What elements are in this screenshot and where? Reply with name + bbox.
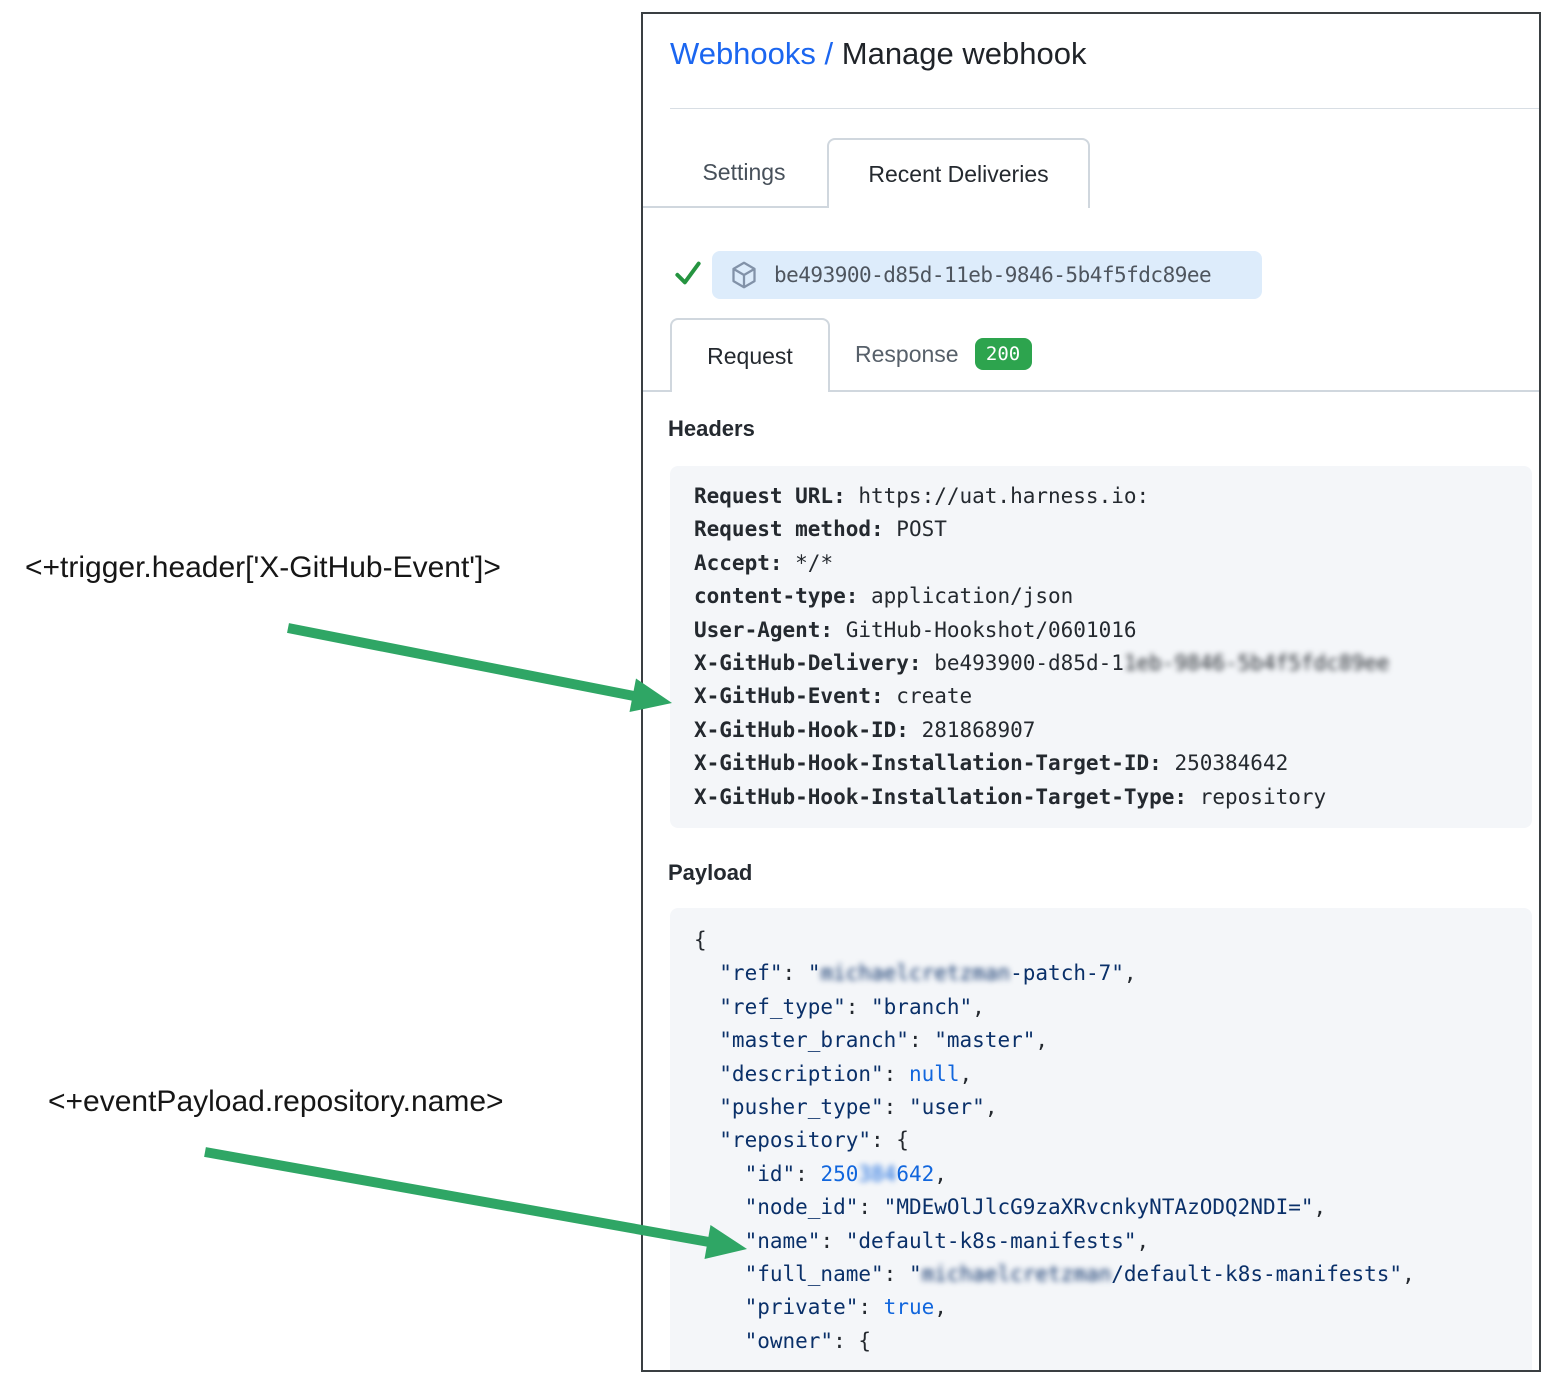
payload-line: "repository": { xyxy=(694,1128,909,1153)
payload-line: "master_branch": "master", xyxy=(694,1028,1049,1053)
subtab-divider xyxy=(643,390,1539,392)
payload-line: "full_name": "michaelcretzman/default-k8… xyxy=(694,1262,1415,1287)
payload-heading: Payload xyxy=(668,860,753,885)
payload-line: "ref_type": "branch", xyxy=(694,994,985,1019)
header-line: X-GitHub-Hook-Installation-Target-Type: … xyxy=(694,784,1327,809)
breadcrumb-current: Manage webhook xyxy=(841,36,1087,71)
package-icon xyxy=(732,261,756,289)
header-line: X-GitHub-Hook-ID: 281868907 xyxy=(694,717,1036,742)
payload-line: "description": null, xyxy=(694,1061,973,1086)
webhook-panel: Webhooks / Manage webhook Settings Recen… xyxy=(641,12,1541,1372)
payload-line: "pusher_type": "user", xyxy=(694,1095,998,1120)
header-line: X-GitHub-Event: create xyxy=(694,684,973,709)
payload-line: "node_id": "MDEwOlJlcG9zaXRvcnkyNTAzODQ2… xyxy=(694,1195,1327,1220)
payload-line: "owner": { xyxy=(694,1328,872,1353)
header-line: Request URL: https://uat.harness.io: xyxy=(694,484,1150,508)
arrow-to-github-event-icon xyxy=(287,623,672,712)
page-title: Webhooks / Manage webhook xyxy=(670,36,1086,72)
tab-response[interactable]: Response 200 xyxy=(855,318,1032,390)
breadcrumb-webhooks-link[interactable]: Webhooks xyxy=(670,36,816,71)
payload-line: "name": "default-k8s-manifests", xyxy=(694,1228,1150,1253)
delivery-pill[interactable]: be493900-d85d-11eb-9846-5b4f5fdc89ee xyxy=(712,251,1262,299)
payload-line: { xyxy=(694,928,707,952)
tab-recent-deliveries[interactable]: Recent Deliveries xyxy=(827,138,1090,208)
status-badge: 200 xyxy=(974,338,1032,370)
tabnav-divider xyxy=(643,206,829,208)
check-icon xyxy=(675,261,701,285)
title-divider xyxy=(670,108,1539,109)
payload-line: "private": true, xyxy=(694,1295,947,1320)
header-line: X-GitHub-Delivery: be493900-d85d-11eb-98… xyxy=(694,651,1390,676)
response-label: Response xyxy=(855,340,959,367)
breadcrumb-separator: / xyxy=(815,36,842,71)
headers-code-box: Request URL: https://uat.harness.io: Requ… xyxy=(670,466,1532,828)
headers-heading: Headers xyxy=(668,416,755,441)
payload-expression-annotation: <+eventPayload.repository.name> xyxy=(48,1085,504,1118)
delivery-id: be493900-d85d-11eb-9846-5b4f5fdc89ee xyxy=(774,263,1212,287)
header-line: User-Agent: GitHub-Hookshot/0601016 xyxy=(694,617,1137,642)
header-line: X-GitHub-Hook-Installation-Target-ID: 25… xyxy=(694,751,1289,776)
trigger-expression-annotation: <+trigger.header['X-GitHub-Event']> xyxy=(25,551,501,584)
header-line: Accept: */* xyxy=(694,550,834,575)
payload-code-box: { "ref": "michaelcretzman-patch-7", "ref… xyxy=(670,908,1532,1370)
tab-settings[interactable]: Settings xyxy=(702,158,786,185)
redacted-text: 1eb-9846-5b4f5fdc89ee xyxy=(1123,651,1390,676)
header-line: content-type: application/json xyxy=(694,584,1074,609)
header-line: Request method: POST xyxy=(694,517,947,542)
payload-line: "id": 250384642, xyxy=(694,1161,947,1186)
tab-request[interactable]: Request xyxy=(670,318,830,392)
payload-line: "ref": "michaelcretzman-patch-7", xyxy=(694,961,1137,986)
